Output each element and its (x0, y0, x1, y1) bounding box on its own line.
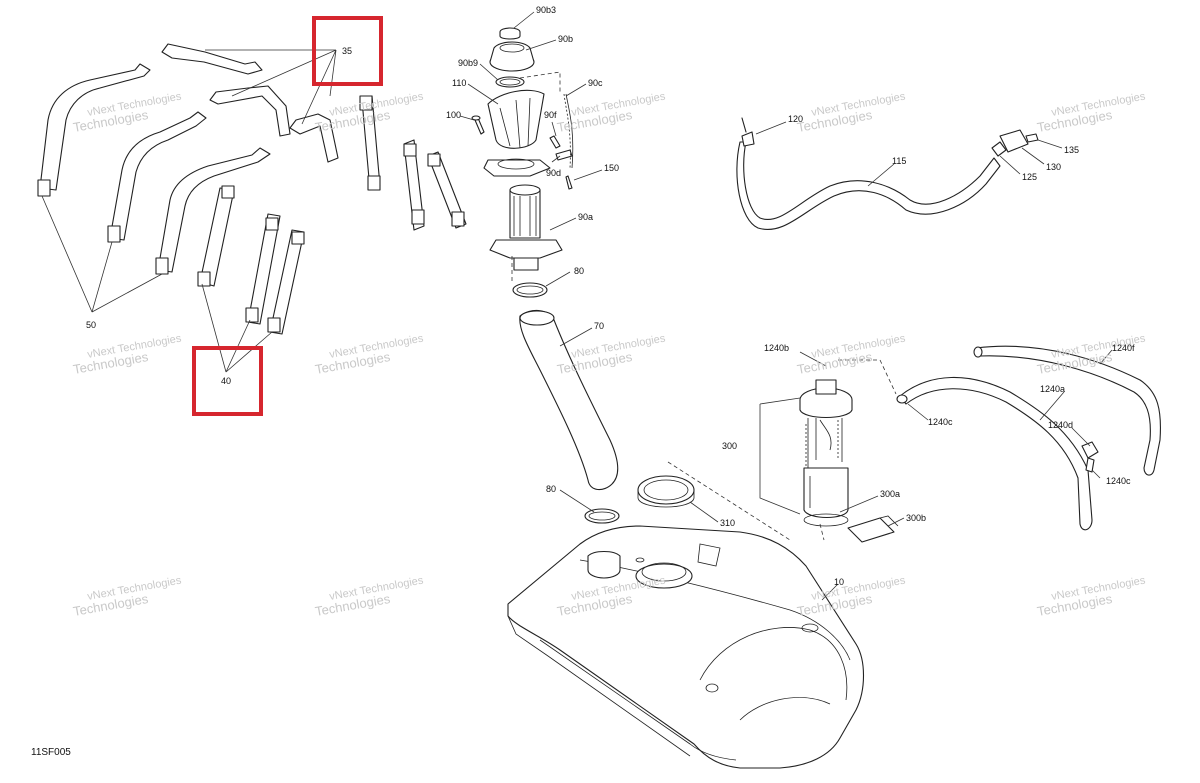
callout-90a: 90a (578, 212, 593, 222)
callout-1240c-left: 1240c (928, 417, 953, 427)
callout-90d: 90d (546, 168, 561, 178)
callout-35-highlight (312, 16, 383, 86)
callout-115: 115 (892, 156, 906, 166)
callout-70: 70 (594, 321, 604, 331)
fuel-pump-module (759, 351, 905, 543)
filler-neck-assembly (459, 11, 620, 524)
callout-80-upper: 80 (574, 266, 584, 276)
callout-35: 35 (342, 46, 352, 56)
fuel-tank-straps (37, 43, 467, 373)
callout-80-lower: 80 (546, 484, 556, 494)
callout-1240b: 1240b (764, 343, 789, 353)
callout-90b3: 90b3 (536, 5, 556, 15)
vent-line-assembly (736, 117, 1063, 230)
drawing-code: 11SF005 (31, 747, 71, 758)
callout-10: 10 (834, 577, 844, 587)
callout-1240f: 1240f (1112, 343, 1135, 353)
callout-125: 125 (1022, 172, 1037, 182)
pump-lock-ring (637, 461, 791, 541)
fuel-tank (507, 525, 864, 769)
vent-hose-assembly-1240 (896, 345, 1161, 531)
callout-300: 300 (722, 441, 737, 451)
callout-130: 130 (1046, 162, 1061, 172)
callout-150: 150 (604, 163, 619, 173)
callout-90b: 90b (558, 34, 573, 44)
callout-90c: 90c (588, 78, 603, 88)
callout-300a: 300a (880, 489, 900, 499)
callout-310: 310 (720, 518, 735, 528)
callout-40-highlight (192, 346, 263, 416)
callout-1240c-right: 1240c (1106, 476, 1131, 486)
callout-100: 100 (446, 110, 461, 120)
callout-300b: 300b (906, 513, 926, 523)
callout-90f: 90f (544, 110, 557, 120)
callout-50: 50 (86, 320, 96, 330)
callout-40: 40 (221, 376, 231, 386)
callout-1240d: 1240d (1048, 420, 1073, 430)
callout-90b9: 90b9 (458, 58, 478, 68)
callout-135: 135 (1064, 145, 1079, 155)
callout-120: 120 (788, 114, 803, 124)
callout-110: 110 (452, 78, 466, 88)
callout-labels: 35 40 50 90b3 90b 90b9 110 100 90c 90f 9… (86, 5, 1135, 587)
callout-1240a: 1240a (1040, 384, 1065, 394)
